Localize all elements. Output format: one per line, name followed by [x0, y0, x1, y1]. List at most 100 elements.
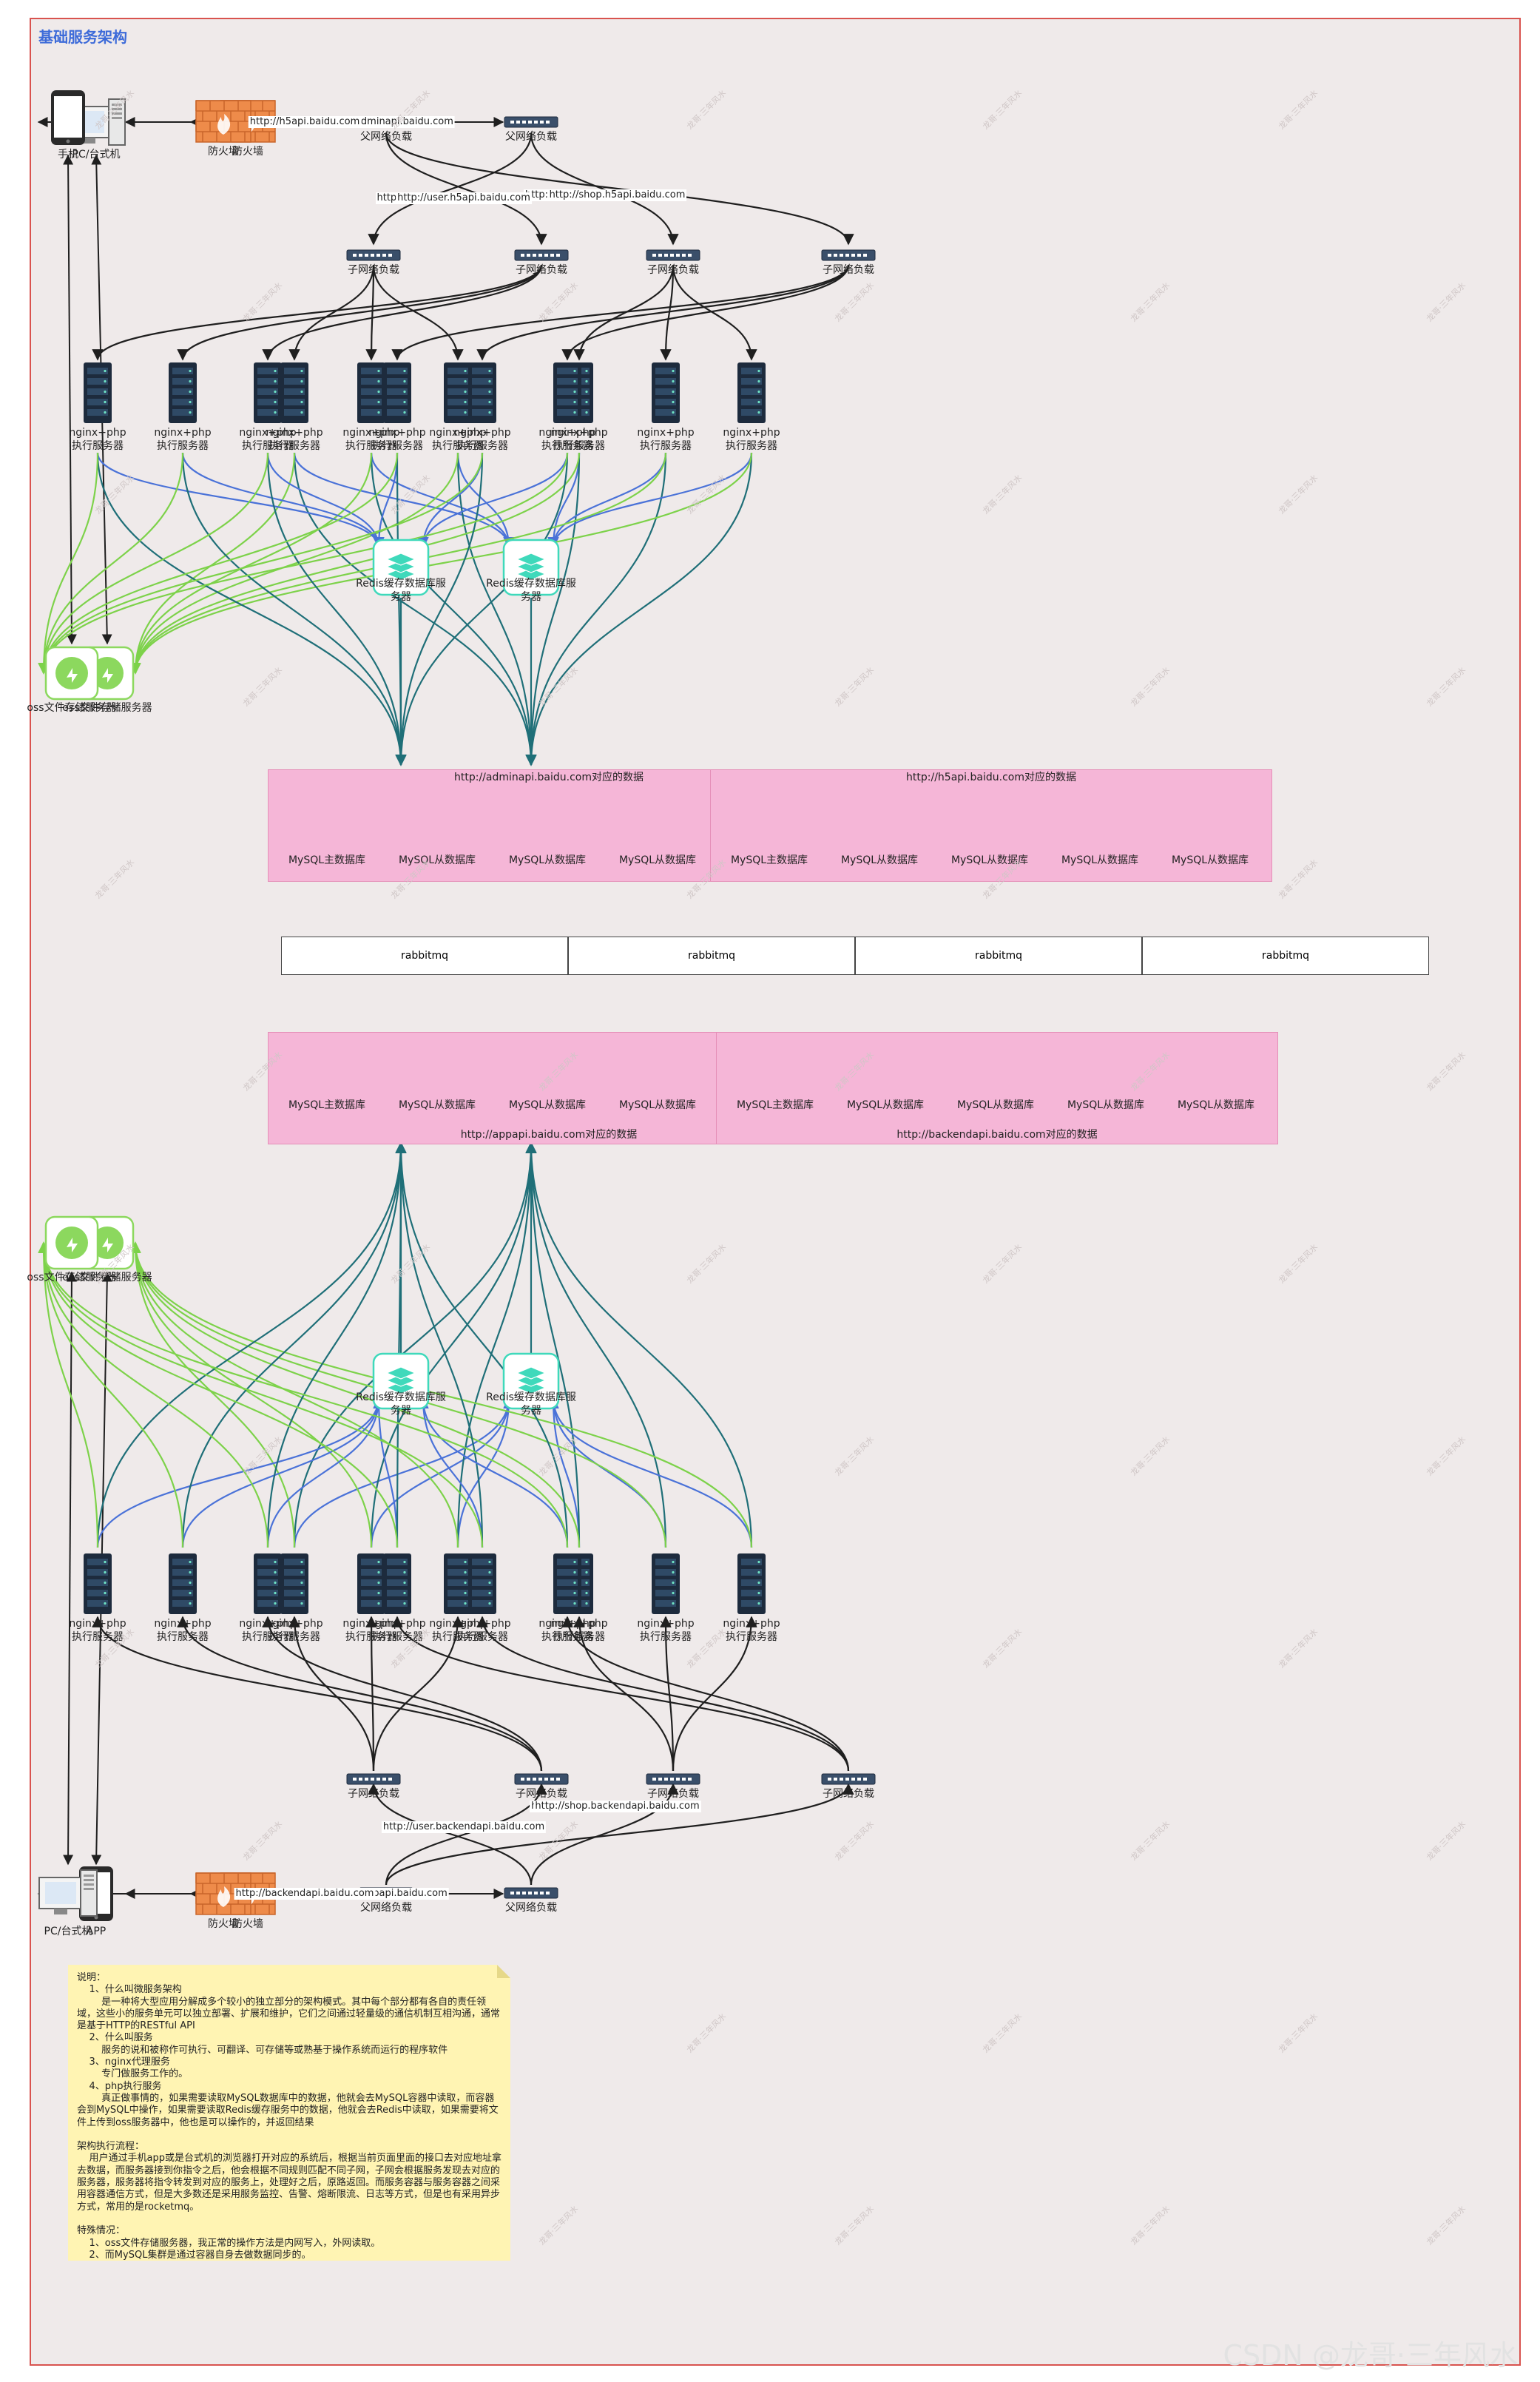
- bottom_right-edge-child-server: [92, 1616, 543, 1772]
- bottom_right-server-icon-unit: [257, 1579, 278, 1586]
- bottom_right-oss-icon: [44, 1215, 99, 1270]
- rabbitmq-box-2: rabbitmq: [568, 937, 855, 975]
- top_right-server-label: nginx+php 执行服务器: [69, 427, 126, 452]
- top_right-server-icon-unit: [257, 378, 278, 385]
- bottom_right-server-icon-led: [403, 1570, 406, 1574]
- top_right-child-lb-icon-port: [840, 254, 843, 257]
- top_left-db-title: http://adminapi.baidu.com对应的数据: [453, 772, 644, 783]
- top_left-server-label: nginx+php 执行服务器: [723, 427, 780, 452]
- top_right-server-icon-led: [189, 411, 192, 414]
- top_right-redis-icon-layer: [385, 553, 416, 566]
- top_left-oss-label: oss文件存储服务器: [62, 702, 152, 714]
- bottom_left-server-icon-led: [377, 1591, 380, 1595]
- top_right-child-lb-icon: [821, 249, 876, 261]
- bottom_right-server-icon-unit: [87, 1600, 108, 1607]
- bottom_right-server-icon-led: [488, 1581, 491, 1585]
- bottom_left-server-icon-led: [377, 1602, 380, 1605]
- bottom_right-edge-child-server: [262, 1616, 543, 1772]
- top_right-edge-server-db: [395, 452, 569, 766]
- top_left-child-lb-icon-port: [670, 254, 674, 257]
- top_left-edge-server-db: [525, 452, 667, 766]
- bottom_left-edge-server-oss: [129, 1241, 753, 1548]
- bottom_right-edge-server-redis: [417, 1397, 484, 1548]
- top_right-server-icon-led: [573, 379, 576, 383]
- top_right-server-icon-unit: [87, 399, 108, 405]
- top_left-server-icon-unit: [655, 368, 676, 374]
- bottom_right-server-icon-unit: [87, 1569, 108, 1576]
- top_right-edge-client-oss: [63, 154, 77, 645]
- bottom_left-server-icon-led: [672, 1581, 675, 1585]
- bottom_left-child-lb-icon: [346, 1773, 401, 1785]
- top_right-server-icon-unit: [87, 388, 108, 395]
- top_right-edge-child-server: [177, 264, 543, 361]
- bottom_right-url-client: http://backendapi.baidu.com: [234, 1888, 376, 1900]
- top_left-server-icon-unit: [741, 409, 762, 416]
- bottom_left-child-lb-icon-port: [652, 1778, 656, 1781]
- bottom_left-mysql-label: MySQL从数据库: [398, 1099, 476, 1111]
- bottom_left-server-icon-led: [757, 1570, 760, 1574]
- bottom_left-edge-server-db: [456, 1141, 537, 1548]
- bottom_left-server-icon-unit: [741, 1579, 762, 1586]
- top_left-server-icon: [652, 362, 680, 423]
- bottom_left-server-icon-led: [464, 1560, 467, 1564]
- bottom_right-server-icon-unit: [87, 1559, 108, 1565]
- top_right-server-icon-led: [403, 390, 406, 394]
- top_right-server-icon-unit: [387, 409, 408, 416]
- bottom_right-child-lb-icon-port: [538, 1778, 542, 1781]
- bottom_left-edge-server-redis: [370, 1397, 515, 1548]
- top_right-server-icon-led: [104, 411, 107, 414]
- bottom_left-child-lb-icon-port: [388, 1778, 392, 1781]
- top_right-server-icon-led: [274, 379, 277, 383]
- bottom_left-server-icon-led: [300, 1602, 303, 1605]
- top_right-child-lb-icon-port: [863, 254, 867, 257]
- top_right-server-icon-unit: [87, 409, 108, 416]
- top_left-server-icon-unit: [361, 409, 382, 416]
- top_left-edge-server-redis: [293, 452, 515, 549]
- top_right-server-icon-led: [274, 390, 277, 394]
- bottom_right-server-icon: [553, 1553, 581, 1614]
- top_left-child-lb-icon: [346, 249, 401, 261]
- bottom_left-server-icon: [357, 1553, 385, 1614]
- top_right-server-icon-unit: [557, 399, 578, 405]
- bottom_right-server-label: nginx+php 执行服务器: [154, 1618, 212, 1643]
- bottom_right-server-icon-led: [403, 1591, 406, 1595]
- top_right-edge-child-server: [391, 264, 850, 361]
- top_right-oss-label: oss文件存储服务器: [27, 702, 117, 714]
- top_left-edge-child-server: [365, 264, 377, 361]
- bottom_right-child-lb-label: 子网络负载: [516, 1788, 567, 1800]
- top_left-edge-server-redis: [456, 452, 515, 549]
- top_right-server-icon: [553, 362, 581, 423]
- top_left-edge-child-server: [372, 264, 464, 361]
- bottom_right-client-icon-tower: [80, 1869, 98, 1917]
- bottom_left-child-lb-icon-port: [670, 1778, 674, 1781]
- bottom_right-client-icon-display: [45, 1882, 76, 1904]
- bottom_right-redis-label: Redis缓存数据库服 务器: [356, 1391, 446, 1417]
- top_right-child-lb-icon-port: [828, 254, 831, 257]
- bottom_right-server-icon-led: [104, 1560, 107, 1564]
- bottom_right-parent-lb-label: 父网络负载: [360, 1902, 412, 1914]
- bottom_right-client-icon-stand: [54, 1909, 67, 1914]
- bottom_left-server-icon-led: [672, 1602, 675, 1605]
- bottom_right-server-icon-led: [189, 1581, 192, 1585]
- bottom_right-server-icon-unit: [172, 1590, 193, 1596]
- top_right-server-icon-unit: [172, 368, 193, 374]
- bottom_right-edge-server-db: [395, 1141, 569, 1548]
- top_left-mysql-label: MySQL从数据库: [508, 854, 587, 866]
- bottom_right-oss-icon-bolt: [67, 1238, 78, 1252]
- top_left-server-icon-led: [464, 400, 467, 404]
- top_left-server-icon-unit: [284, 378, 305, 385]
- bottom_right-server-icon-led: [104, 1602, 107, 1605]
- top_left-server-icon-unit: [448, 388, 468, 395]
- top_right-edge-server-db: [266, 452, 407, 766]
- top_right-server-icon-unit: [472, 388, 493, 395]
- top_left-parent-lb-icon-port: [534, 121, 538, 124]
- top_left-server-icon-led: [585, 411, 588, 414]
- bottom_right-server-label: nginx+php 执行服务器: [453, 1618, 511, 1643]
- top_right-server-icon: [383, 362, 411, 423]
- bottom_right-server-icon-led: [488, 1570, 491, 1574]
- top_right-mysql-label: MySQL从数据库: [1061, 854, 1139, 866]
- bottom_right-server-icon: [468, 1553, 496, 1614]
- bottom_right-server-icon-led: [104, 1581, 107, 1585]
- top_left-server-icon-led: [300, 369, 303, 373]
- top_right-child-lb-icon-port: [834, 254, 837, 257]
